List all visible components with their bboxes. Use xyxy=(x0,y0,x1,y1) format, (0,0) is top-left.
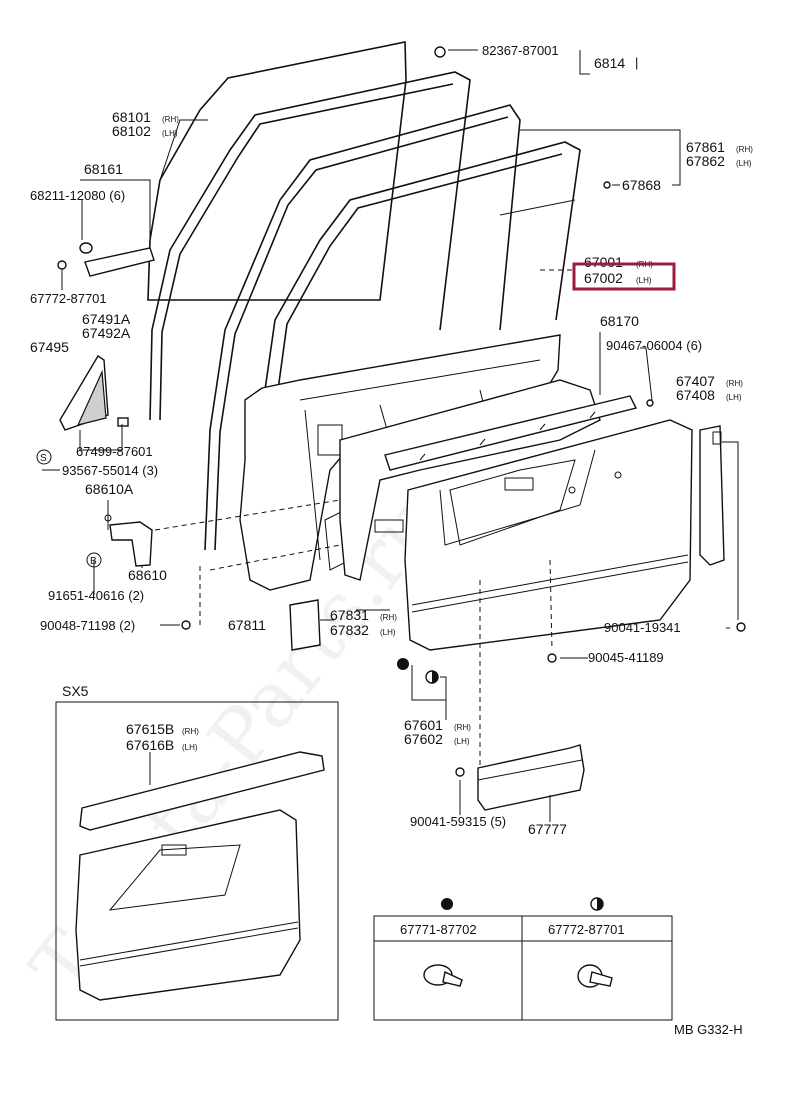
clip-table: 67771-87702 67772-87701 xyxy=(373,897,673,1021)
label-67862: 67862 xyxy=(686,153,725,169)
door-frame-weatherstrip-67861 xyxy=(204,104,521,551)
label-82367-87001: 82367-87001 xyxy=(482,43,559,58)
label-67832: 67832 xyxy=(330,622,369,638)
label-67492a: 67492A xyxy=(82,325,131,341)
pad-67811 xyxy=(289,599,321,651)
clip-col2-label: 67772-87701 xyxy=(548,922,625,937)
leader-lines xyxy=(42,49,739,822)
highlight-box-67002 xyxy=(572,262,676,291)
label-67831: 67831 xyxy=(330,607,369,623)
door-glass-68101 xyxy=(147,41,407,301)
symbol-s-text: S xyxy=(40,453,47,464)
inset-frame xyxy=(55,701,339,1021)
label-67408: 67408 xyxy=(676,387,715,403)
label-6814-bar: | xyxy=(635,55,638,70)
symbol-s xyxy=(36,449,52,465)
symbol-b-text: B xyxy=(90,556,97,567)
label-68610: 68610 xyxy=(128,567,167,583)
inner-belt-weatherstrip-68170 xyxy=(384,395,638,471)
side-lh-67408: (LH) xyxy=(726,393,742,402)
label-67601: 67601 xyxy=(404,717,443,733)
label-67811: 67811 xyxy=(228,617,266,633)
door-trim-board-67601 xyxy=(404,419,693,651)
label-67868: 67868 xyxy=(622,177,661,193)
figure-code: MB G332-H xyxy=(674,1022,743,1037)
label-68211-12080: 68211-12080 (6) xyxy=(30,188,125,203)
label-90467-06004: 90467-06004 (6) xyxy=(606,338,702,353)
symbol-b xyxy=(86,552,102,568)
label-67491a: 67491A xyxy=(82,311,131,327)
side-rh-67861: (RH) xyxy=(736,145,753,154)
label-67002: 67002 xyxy=(584,270,623,286)
label-67861: 67861 xyxy=(686,139,725,155)
side-lh-67616b: (LH) xyxy=(182,743,198,752)
label-90041-59315: 90041-59315 (5) xyxy=(410,814,506,829)
inset-title: SX5 xyxy=(62,683,89,699)
door-hinge-68610 xyxy=(104,514,153,567)
side-lh-67002: (LH) xyxy=(636,276,652,285)
label-68101: 68101 xyxy=(112,109,151,125)
label-67615b: 67615B xyxy=(126,721,174,737)
inset-sx5: SX5 67615B (RH) 67616B (LH) xyxy=(55,683,339,1021)
label-67772-87701-a: 67772-87701 xyxy=(30,291,107,306)
label-67495: 67495 xyxy=(30,339,69,355)
rear-lower-sash-67407 xyxy=(699,425,725,566)
inset-belt-moulding xyxy=(79,751,325,831)
side-lh-68102: (LH) xyxy=(162,129,178,138)
label-67499-87601: 67499-87601 xyxy=(76,444,153,459)
side-rh-67831: (RH) xyxy=(380,613,397,622)
clip-67772-87701 xyxy=(577,964,613,988)
label-90048-71198: 90048-71198 (2) xyxy=(40,618,135,633)
label-67616b: 67616B xyxy=(126,737,174,753)
side-rh-67601: (RH) xyxy=(454,723,471,732)
inset-trim-board xyxy=(75,809,301,1001)
label-90045-41189: 90045-41189 xyxy=(588,650,664,665)
label-67407: 67407 xyxy=(676,373,715,389)
label-93567-55014: 93567-55014 (3) xyxy=(62,463,158,478)
label-68102: 68102 xyxy=(112,123,151,139)
misc-fasteners xyxy=(117,46,746,777)
vent-window-67495 xyxy=(59,355,109,431)
callout-labels: 82367-87001 6814 | 68101 (RH) 68102 (LH)… xyxy=(30,43,753,837)
label-67001: 67001 xyxy=(584,254,623,270)
side-rh-68101: (RH) xyxy=(162,115,179,124)
side-rh-67615b: (RH) xyxy=(182,727,199,736)
side-lh-67862: (LH) xyxy=(736,159,752,168)
side-lh-67602: (LH) xyxy=(454,737,470,746)
label-91651-40616: 91651-40616 (2) xyxy=(48,588,144,603)
label-68610a: 68610A xyxy=(85,481,134,497)
label-6814: 6814 xyxy=(594,55,625,71)
label-68170: 68170 xyxy=(600,313,639,329)
side-rh-67407: (RH) xyxy=(726,379,743,388)
clip-col1-label: 67771-87702 xyxy=(400,922,477,937)
clip-67771-87702 xyxy=(423,964,463,987)
glass-channel-68161 xyxy=(57,242,155,277)
label-67777: 67777 xyxy=(528,821,567,837)
armrest-67777 xyxy=(477,744,585,811)
side-lh-67832: (LH) xyxy=(380,628,396,637)
label-90041-19341: 90041-19341 xyxy=(604,620,681,635)
glass-run-weatherstrip xyxy=(149,71,471,421)
label-68161: 68161 xyxy=(84,161,123,177)
label-67602: 67602 xyxy=(404,731,443,747)
